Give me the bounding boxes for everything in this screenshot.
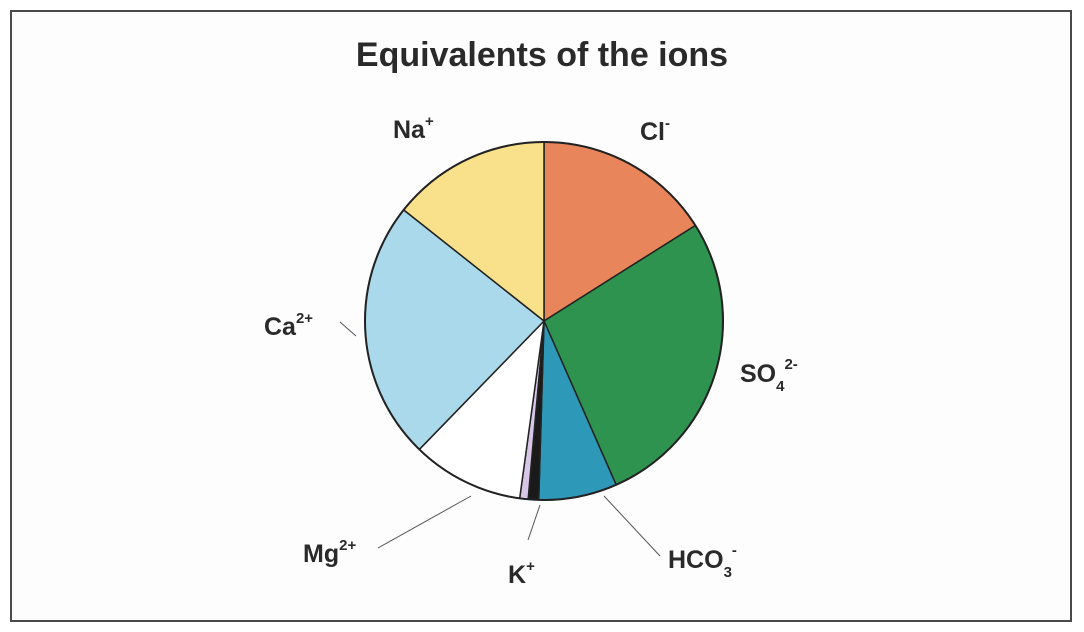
slice-label-superscript: + xyxy=(425,113,434,130)
slice-label: Cl- xyxy=(640,115,670,146)
slice-label-superscript: - xyxy=(665,115,670,132)
slice-label: SO4 2- xyxy=(740,356,798,395)
slice-label: HCO3- xyxy=(668,542,737,581)
slice-label-text: HCO xyxy=(668,546,724,574)
slice-label: K+ xyxy=(508,558,535,589)
slice-label: Mg2+ xyxy=(303,537,356,568)
slice-label-text: SO xyxy=(740,360,776,388)
slice-label-text: Cl xyxy=(640,118,665,146)
slice-label: Na+ xyxy=(393,113,434,144)
slice-label-text: K xyxy=(508,561,526,589)
leader-line xyxy=(377,495,472,549)
slice-label-text: Mg xyxy=(303,540,339,568)
slice-label-superscript: 2- xyxy=(784,356,797,373)
slice-label-subscript: 4 xyxy=(776,378,785,395)
slice-label: Ca2+ xyxy=(264,310,313,341)
leader-line xyxy=(527,504,541,541)
pie-outline xyxy=(364,141,724,501)
slice-label-subscript: 3 xyxy=(724,564,732,581)
slice-label-superscript: - xyxy=(732,542,737,559)
slice-label-superscript: 2+ xyxy=(339,537,356,554)
slice-label-superscript: 2+ xyxy=(296,310,313,327)
slice-label-superscript: + xyxy=(526,558,535,575)
chart-title: Equivalents of the ions xyxy=(355,36,729,74)
slice-label-text: Na xyxy=(393,116,426,144)
leader-line xyxy=(603,495,661,557)
leader-line xyxy=(339,321,357,337)
slice-label-text: Ca xyxy=(264,313,297,341)
